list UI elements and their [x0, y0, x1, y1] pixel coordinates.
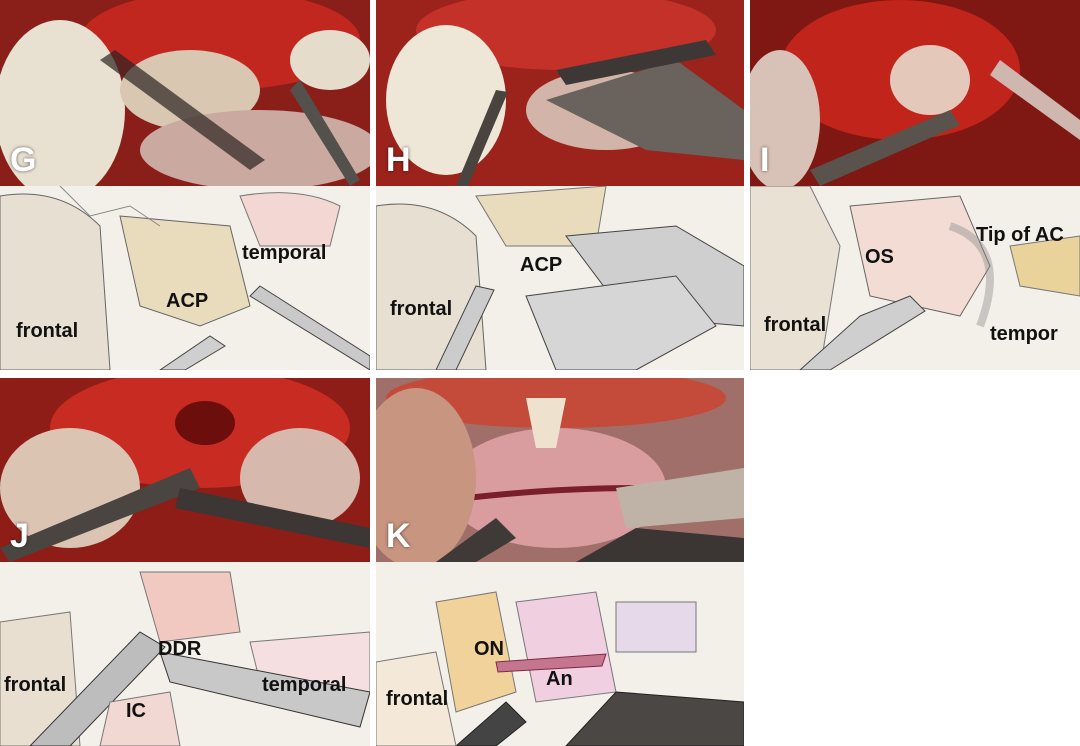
panel-j-label-frontal: frontal — [4, 674, 67, 696]
panel-j-label-ic: IC — [126, 700, 146, 722]
panel-i: I OS Tip of AC frontal tempor — [750, 0, 1080, 370]
panel-h-sketch: ACP frontal — [376, 186, 744, 370]
panel-h-label-acp: ACP — [520, 254, 563, 276]
panel-g-photo: G — [0, 0, 370, 186]
panel-k-photo: K — [376, 378, 744, 562]
panel-g-label-acp: ACP — [166, 290, 209, 312]
panel-j-label-temporal: temporal — [262, 674, 347, 696]
panel-g-letter: G — [10, 141, 37, 179]
panel-i-photo: I — [750, 0, 1080, 186]
panel-j: J DDR frontal temporal IC — [0, 378, 370, 746]
panel-g-label-temporal: temporal — [242, 242, 327, 264]
panel-h: H ACP frontal — [376, 0, 744, 370]
panel-i-letter: I — [760, 141, 770, 179]
panel-k-sketch: ON An frontal — [376, 562, 744, 746]
panel-j-sketch: DDR frontal temporal IC — [0, 562, 370, 746]
panel-g: G temporal ACP frontal — [0, 0, 370, 370]
panel-h-photo: H — [376, 0, 744, 186]
panel-i-label-frontal: frontal — [764, 314, 827, 336]
panel-j-label-ddr: DDR — [158, 638, 202, 660]
panel-i-label-temporal: tempor — [990, 323, 1058, 345]
panel-k-letter: K — [386, 517, 411, 555]
panel-k-label-on: ON — [474, 638, 504, 660]
panel-k-label-frontal: frontal — [386, 688, 449, 710]
panel-i-sketch: OS Tip of AC frontal tempor — [750, 186, 1080, 370]
panel-k: K ON An frontal — [376, 378, 744, 746]
panel-h-letter: H — [386, 141, 411, 179]
panel-i-label-os: OS — [865, 246, 894, 268]
panel-j-letter: J — [10, 517, 29, 555]
panel-h-label-frontal: frontal — [390, 298, 453, 320]
panel-k-label-an: An — [546, 668, 573, 690]
panel-g-label-frontal: frontal — [16, 320, 79, 342]
panel-j-photo: J — [0, 378, 370, 562]
panel-g-sketch: temporal ACP frontal — [0, 186, 370, 370]
panel-i-label-tip: Tip of AC — [976, 224, 1064, 246]
